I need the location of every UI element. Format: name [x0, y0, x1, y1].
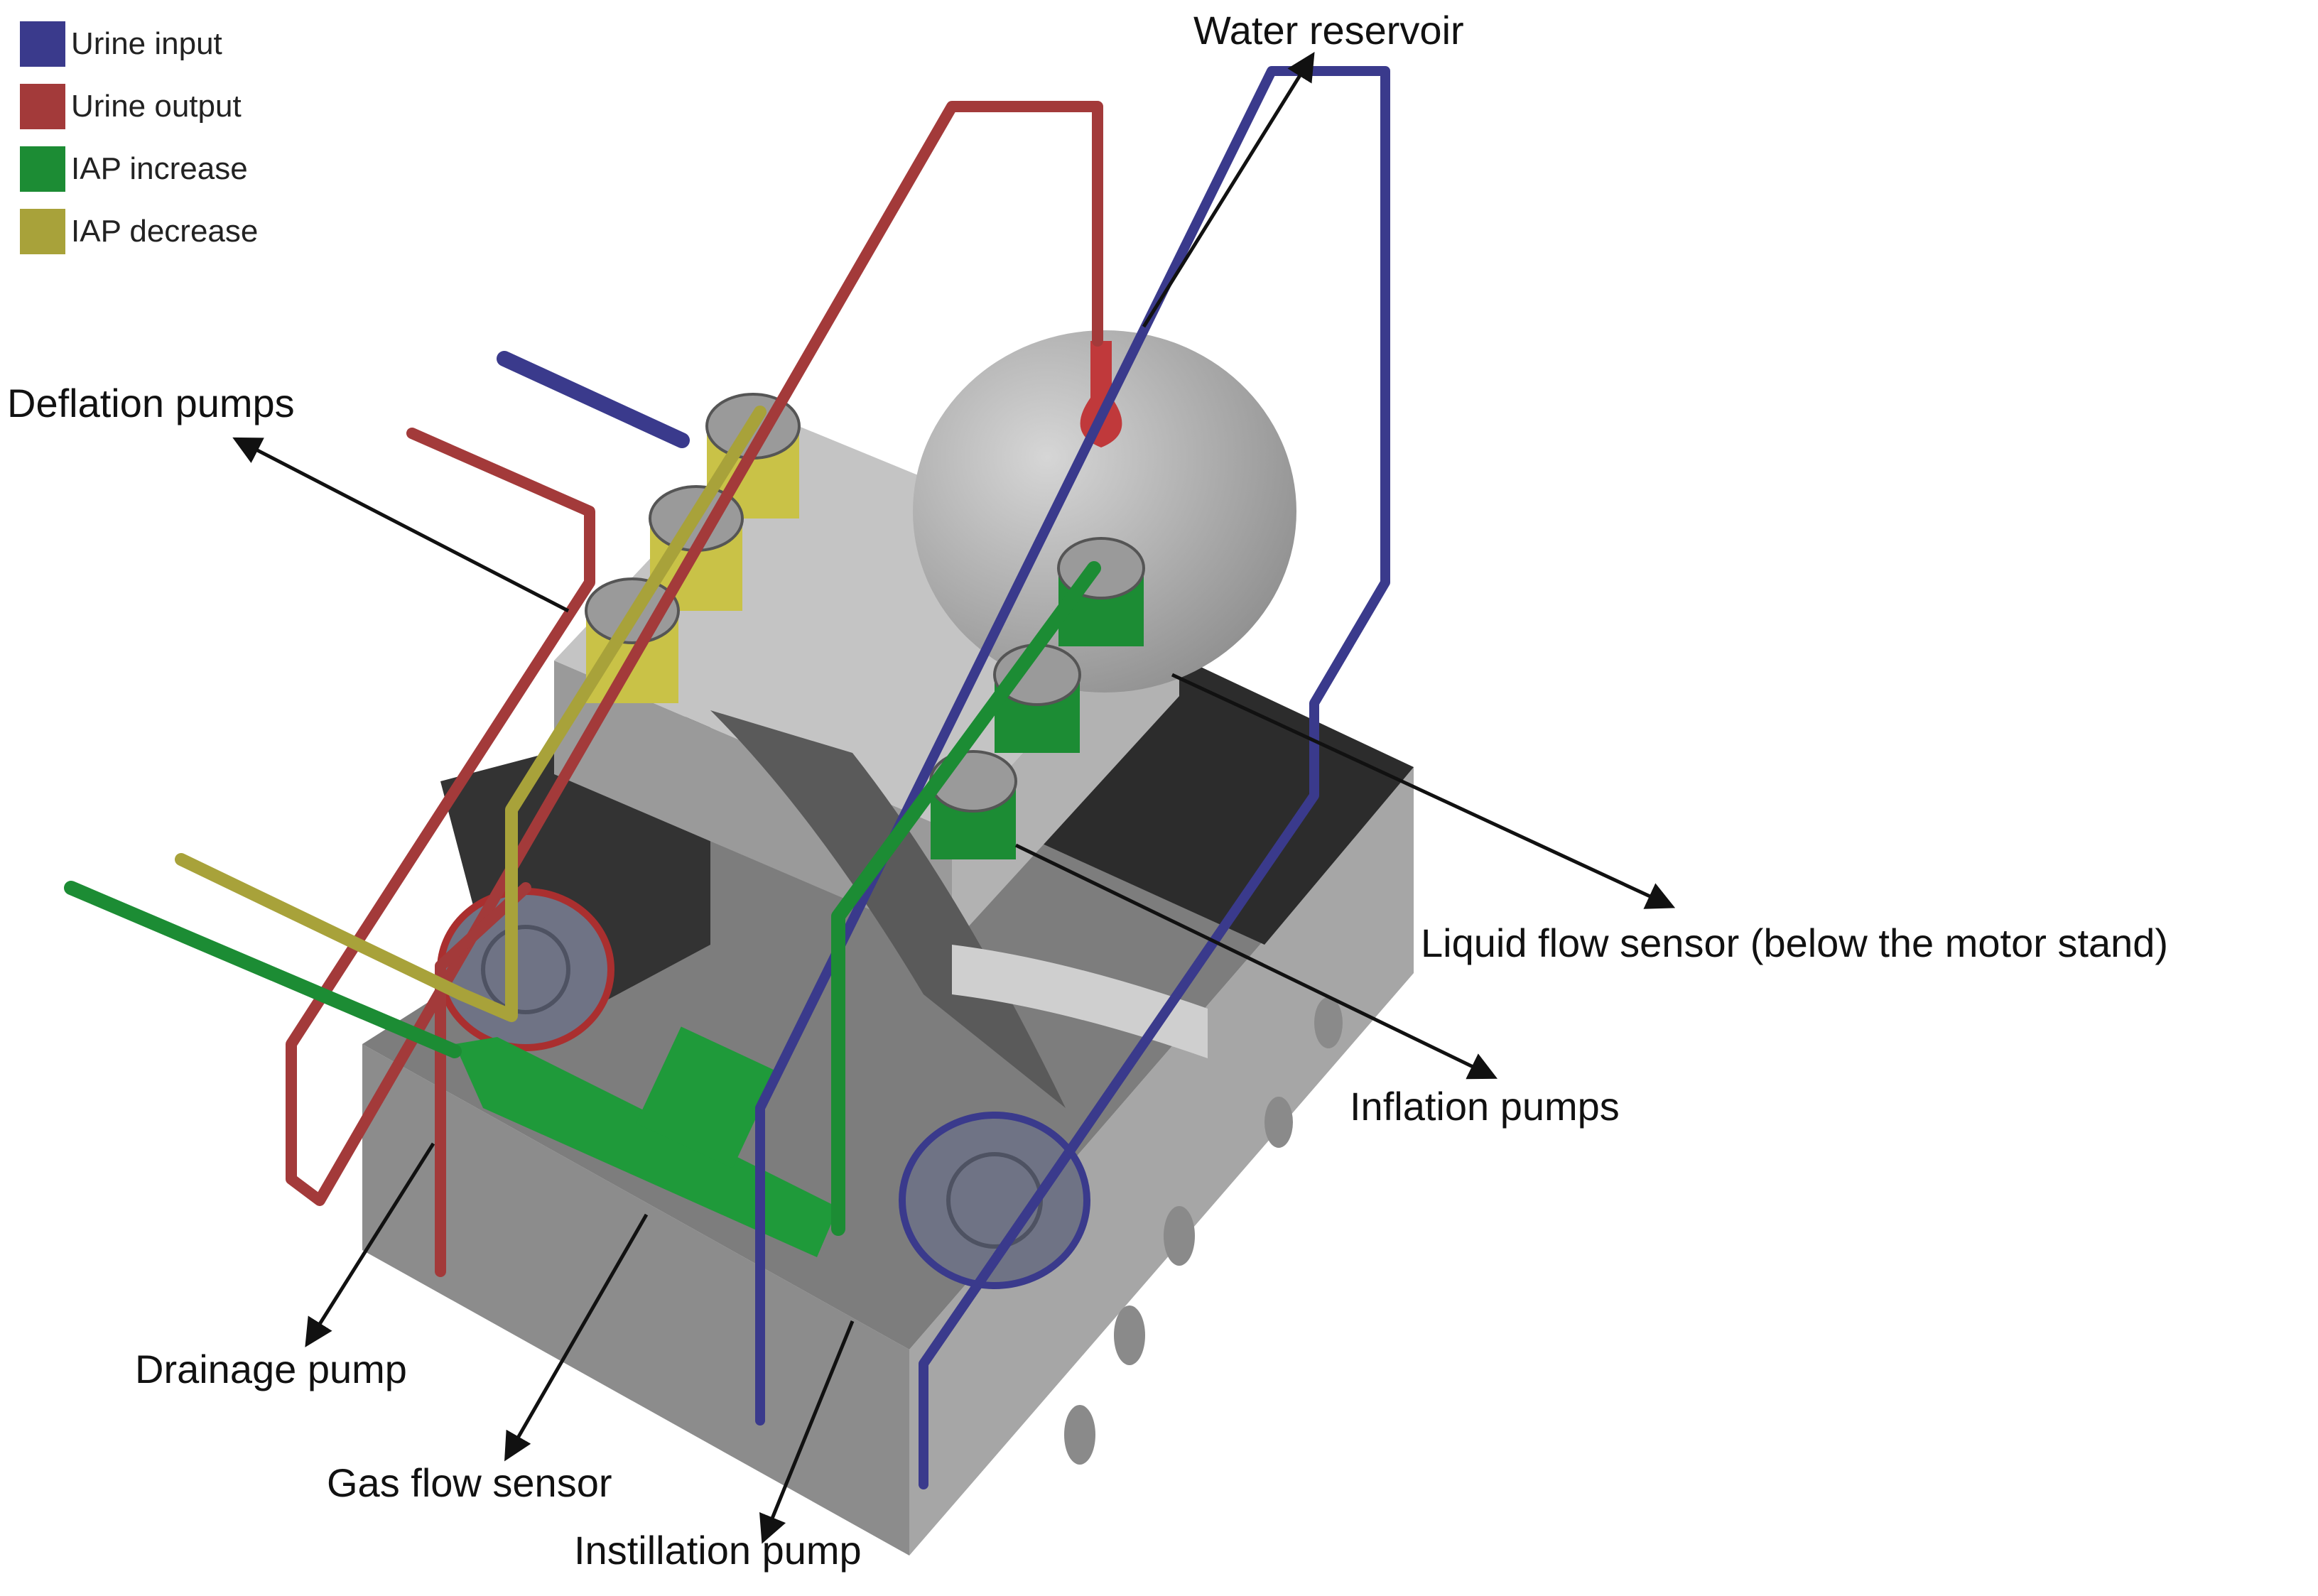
- urine-input-tube: [497, 351, 690, 448]
- label-inflation-pumps: Inflation pumps: [1350, 1084, 1620, 1129]
- drainage-pump-disc: [437, 888, 614, 1051]
- legend-swatch: [20, 146, 65, 192]
- tubes: [64, 66, 1390, 1489]
- legend-label: IAP increase: [71, 151, 248, 186]
- iap-increase-tube: [64, 561, 1101, 1236]
- arrow-inflation-pumps: [1014, 843, 1498, 1080]
- legend-item-urine-output: Urine output: [20, 84, 242, 129]
- label-deflation-pumps: Deflation pumps: [7, 381, 295, 425]
- label-drainage-pump: Drainage pump: [135, 1347, 407, 1391]
- label-liquid-flow-sensor: Liquid flow sensor (below the motor stan…: [1421, 921, 2169, 965]
- arrow-deflation-pumps: [232, 437, 570, 613]
- label-water-reservoir: Water reservoir: [1193, 8, 1464, 53]
- legend-swatch: [20, 84, 65, 129]
- legend-swatch: [20, 21, 65, 67]
- side-holes: [1064, 997, 1343, 1465]
- legend-swatch: [20, 209, 65, 254]
- label-gas-flow-sensor: Gas flow sensor: [327, 1460, 612, 1505]
- callout-arrows: [232, 52, 1676, 1544]
- gas-flow-sensor: [455, 1026, 838, 1257]
- instillation-pump-disc: [899, 1112, 1090, 1289]
- urine-output-tube: [286, 101, 1103, 1206]
- arrow-water-reservoir: [1142, 52, 1315, 328]
- arrow-instillation-pump: [759, 1320, 855, 1544]
- label-instillation-pump: Instillation pump: [574, 1528, 862, 1573]
- arrow-liquid-flow-sensor: [1171, 673, 1676, 909]
- legend-label: Urine output: [71, 89, 242, 124]
- legend-item-iap-decrease: IAP decrease: [20, 209, 258, 254]
- legend-label: Urine input: [71, 26, 222, 61]
- legend-item-iap-increase: IAP increase: [20, 146, 248, 192]
- arrow-drainage-pump: [305, 1142, 435, 1347]
- legend-item-urine-input: Urine input: [20, 21, 222, 67]
- legend-label: IAP decrease: [71, 214, 259, 249]
- arrow-gas-flow-sensor: [504, 1213, 649, 1462]
- iap-decrease-tube: [175, 406, 767, 1022]
